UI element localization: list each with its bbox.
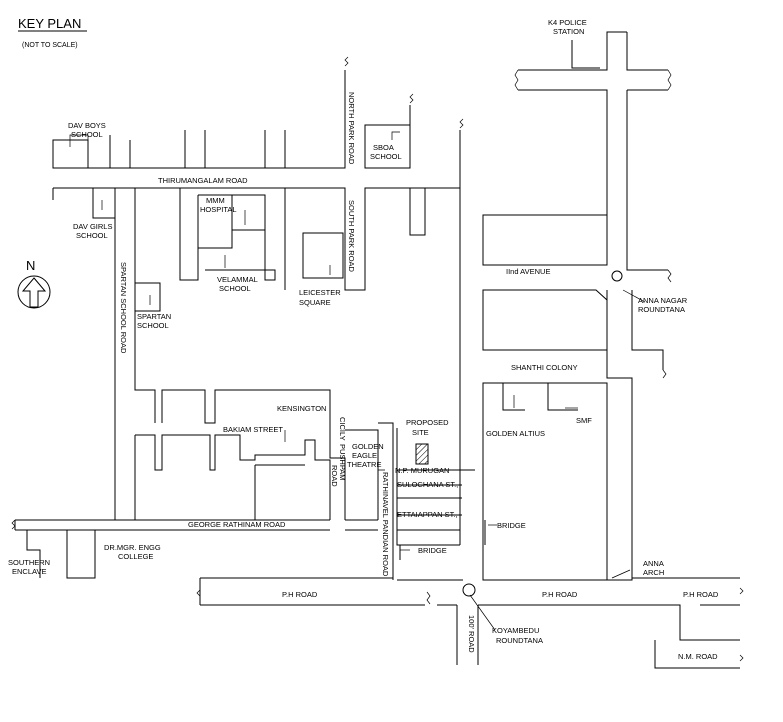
ii-avenue-label: IInd AVENUE (506, 267, 550, 276)
mmm-hospital-label-2: HOSPITAL (200, 205, 237, 214)
south-park-road-label: SOUTH PARK ROAD (347, 200, 356, 273)
koyambedu-label-2: ROUNDTANA (496, 636, 543, 645)
bakiam-street-label: BAKIAM STREET (223, 425, 283, 434)
map-subtitle: (NOT TO SCALE) (22, 42, 78, 49)
k4-police-label-2: STATION (553, 27, 584, 36)
anna-nagar-roundtana-icon (611, 270, 623, 282)
golden-eagle-label-3: THEATRE (347, 460, 381, 469)
golden-eagle-label-2: EAGLE (352, 451, 377, 460)
proposed-site-label-1: PROPOSED (406, 418, 449, 427)
drmgr-label-1: DR.MGR. ENGG (104, 543, 161, 552)
thirumangalam-road-label: THIRUMANGALAM ROAD (158, 176, 248, 185)
ph-road-label-1: P.H ROAD (282, 590, 318, 599)
ph-road-label-2: P.H ROAD (542, 590, 578, 599)
kensington-label: KENSINGTON (277, 404, 326, 413)
proposed-site-marker (415, 443, 429, 465)
dav-boys-label-1: DAV BOYS (68, 121, 106, 130)
anna-arch-label-2: ARCH (643, 568, 664, 577)
road-network (14, 31, 740, 669)
drmgr-label-2: COLLEGE (118, 552, 153, 561)
np-murugan-label: N.P. MURUGAN (395, 466, 449, 475)
road-100-label: 100' ROAD (467, 615, 476, 653)
sboa-label-2: SCHOOL (370, 152, 402, 161)
north-park-road-label: NORTH PARK ROAD (347, 92, 356, 165)
southern-enclave-label-2: ENCLAVE (12, 567, 46, 576)
north-arrow-icon (17, 275, 51, 309)
cicily-label-1: CICILY (338, 417, 347, 441)
velammal-label-2: SCHOOL (219, 284, 251, 293)
leicester-label-1: LEICESTER (299, 288, 341, 297)
rathinavel-road-label: RATHINAVEL PANDIAN ROAD (381, 472, 390, 577)
smf-label: SMF (576, 416, 592, 425)
koyambedu-roundtana-icon (462, 583, 476, 597)
golden-altius-label: GOLDEN ALTIUS (486, 429, 545, 438)
cicily-label-3: ROAD (330, 465, 339, 487)
spartan-school-label-2: SCHOOL (137, 321, 169, 330)
ettaiappan-label: ETTAIAPPAN ST., (397, 510, 458, 519)
velammal-label-1: VELAMMAL (217, 275, 258, 284)
leicester-label-2: SQUARE (299, 298, 331, 307)
map-title: KEY PLAN (18, 16, 81, 31)
anna-arch-label-1: ANNA (643, 559, 664, 568)
sulochana-label: SULOCHANA ST., (397, 480, 458, 489)
dav-girls-label-2: SCHOOL (76, 231, 108, 240)
shanthi-colony-label: SHANTHI COLONY (511, 363, 578, 372)
ph-road-label-3: P.H ROAD (683, 590, 719, 599)
dav-boys-label-2: SCHOOL (71, 130, 103, 139)
anna-nagar-label-1: ANNA NAGAR (638, 296, 688, 305)
mmm-hospital-label-1: MMM (206, 196, 225, 205)
proposed-site-label-2: SITE (412, 428, 429, 437)
cicily-label-2: PUSHPAM (338, 444, 347, 481)
bridge-label-2: BRIDGE (418, 546, 447, 555)
north-label: N (26, 258, 35, 273)
k4-police-label-1: K4 POLICE (548, 18, 587, 27)
spartan-school-road-label: SPARTAN SCHOOL ROAD (119, 262, 128, 354)
leader-lines (69, 131, 646, 631)
anna-nagar-label-2: ROUNDTANA (638, 305, 685, 314)
golden-eagle-label-1: GOLDEN (352, 442, 384, 451)
bridge-label-1: BRIDGE (497, 521, 526, 530)
spartan-school-label-1: SPARTAN (137, 312, 171, 321)
george-rathinam-label: GEORGE RATHINAM ROAD (188, 520, 286, 529)
sboa-label-1: SBOA (373, 143, 394, 152)
road-break-marks (11, 56, 744, 662)
nm-road-label: N.M. ROAD (678, 652, 718, 661)
dav-girls-label-1: DAV GIRLS (73, 222, 112, 231)
koyambedu-label-1: KOYAMBEDU (492, 626, 539, 635)
southern-enclave-label-1: SOUTHERN (8, 558, 50, 567)
